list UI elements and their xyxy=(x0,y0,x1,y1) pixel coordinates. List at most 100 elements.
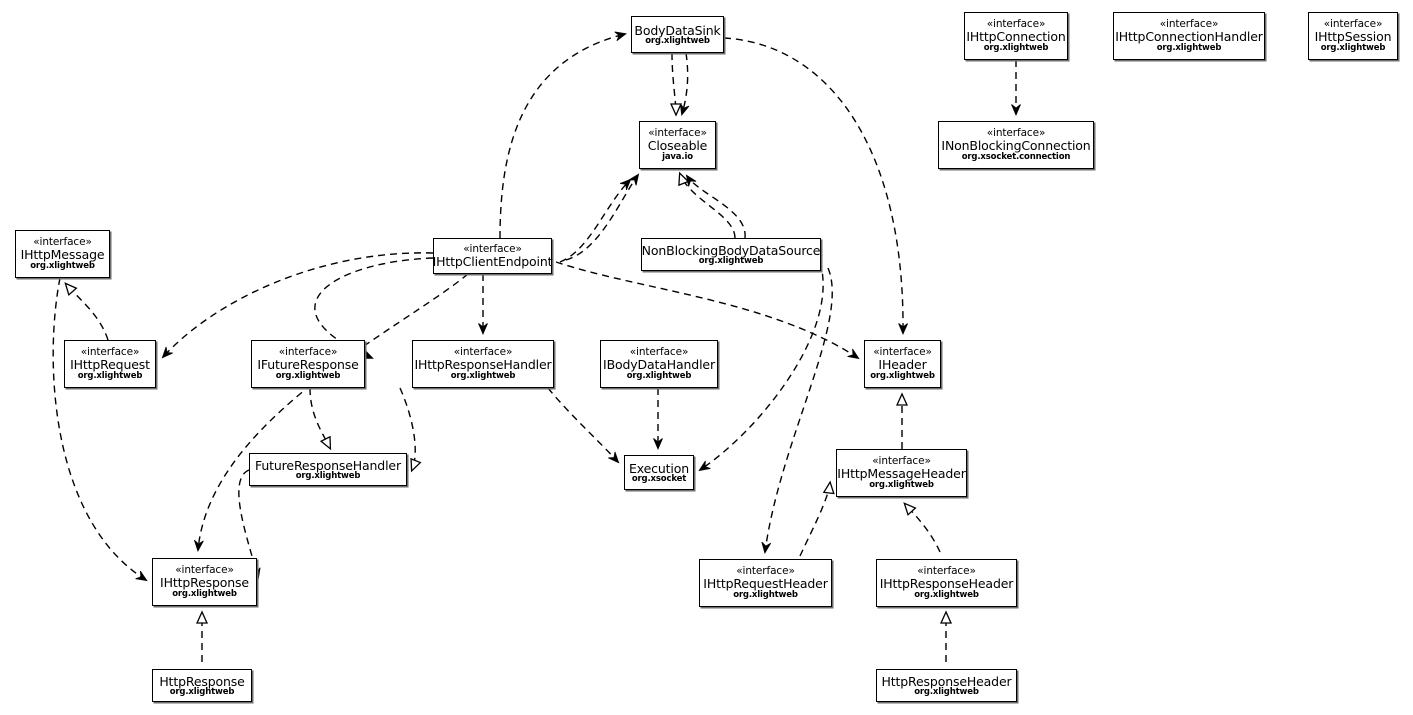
edge-dependency xyxy=(761,267,833,554)
class-package: org.xlightweb xyxy=(733,589,798,600)
class-stereotype: «interface» xyxy=(873,346,932,359)
edge-dependency xyxy=(555,261,860,360)
class-name: IHttpSession xyxy=(1314,29,1392,45)
class-name: IHttpMessageHeader xyxy=(837,466,966,482)
class-package: org.xlightweb xyxy=(77,370,143,381)
class-package: org.xlightweb xyxy=(870,370,935,381)
class-package: org.xlightweb xyxy=(698,256,764,267)
class-name: IHeader xyxy=(878,357,927,373)
edge-dependency xyxy=(161,252,434,359)
edge-realization xyxy=(669,52,683,117)
edge-dependency xyxy=(679,52,690,116)
class-name: IHttpRequestHeader xyxy=(703,576,828,592)
edge-dependency xyxy=(698,261,824,472)
class-name: IHttpResponseHeader xyxy=(879,576,1014,592)
edge-realization xyxy=(678,171,736,239)
class-package: org.xlightweb xyxy=(869,479,934,490)
edge-dependency xyxy=(194,273,469,553)
class-package: org.xlightweb xyxy=(450,370,516,381)
class-name: IHttpClientEndpoint xyxy=(432,253,553,269)
edge-dependency xyxy=(52,277,148,582)
edge-dependency xyxy=(314,257,434,359)
class-stereotype: «interface» xyxy=(648,127,707,140)
class-name: IHttpMessage xyxy=(20,247,105,263)
edge-dependency xyxy=(499,31,627,239)
class-name: INonBlockingConnection xyxy=(941,138,1091,154)
edge-dependency xyxy=(559,178,632,263)
edge-realization-up xyxy=(64,282,109,341)
class-name: Closeable xyxy=(647,138,708,154)
class-name: IHttpRequest xyxy=(70,357,150,373)
class-name: HttpResponse xyxy=(159,673,245,689)
edge-realization-up xyxy=(903,502,941,553)
class-package: org.xlightweb xyxy=(295,471,361,482)
class-box-ihttp-client-endpoint[interactable]: «interface»IHttpClientEndpoint xyxy=(432,238,553,274)
class-package: org.xlightweb xyxy=(1320,42,1386,53)
class-stereotype: «interface» xyxy=(175,564,234,577)
class-package: org.xlightweb xyxy=(30,260,95,271)
edge-realization-up xyxy=(799,480,835,557)
class-package: org.xlightweb xyxy=(983,42,1049,53)
class-package: org.xlightweb xyxy=(626,370,692,381)
edge-dependency xyxy=(723,37,908,336)
class-name: FutureResponseHandler xyxy=(255,457,401,473)
class-stereotype: «interface» xyxy=(463,242,522,255)
class-package: java.io xyxy=(662,151,693,162)
class-package: org.xlightweb xyxy=(275,370,341,381)
class-stereotype: «interface» xyxy=(986,18,1046,31)
class-stereotype: «interface» xyxy=(917,565,976,578)
edge-dependency xyxy=(547,387,620,464)
class-stereotype: «interface» xyxy=(1323,18,1383,31)
class-stereotype: «interface» xyxy=(80,346,140,359)
class-name: HttpResponseHeader xyxy=(881,673,1012,689)
class-package: org.xlightweb xyxy=(1156,42,1222,53)
class-package: org.xlightweb xyxy=(169,687,235,698)
edge-dependency xyxy=(685,174,746,239)
class-stereotype: «interface» xyxy=(629,346,689,359)
class-name: IFutureResponse xyxy=(257,357,359,373)
class-name: NonBlockingBodyDataSource xyxy=(641,242,821,258)
edge-realization-up xyxy=(309,387,332,451)
class-stereotype: «interface» xyxy=(986,127,1046,140)
class-package: org.xsocket.connection xyxy=(961,151,1071,162)
class-name: Execution xyxy=(629,460,689,476)
class-name: IHttpResponseHandler xyxy=(414,357,552,373)
class-package: org.xsocket xyxy=(631,474,687,485)
class-stereotype: «interface» xyxy=(453,346,513,359)
class-stereotype: «interface» xyxy=(1159,18,1219,31)
class-package: org.xlightweb xyxy=(645,36,710,47)
class-stereotype: «interface» xyxy=(278,346,338,359)
class-package: org.xlightweb xyxy=(172,588,237,599)
class-stereotype: «interface» xyxy=(736,565,795,578)
class-package: org.xlightweb xyxy=(914,589,979,600)
class-name: IHttpResponse xyxy=(160,575,249,591)
class-name: BodyDataSink xyxy=(634,22,721,38)
class-name: IHttpConnectionHandler xyxy=(1115,29,1263,45)
class-stereotype: «interface» xyxy=(872,455,931,468)
edge-realization-up xyxy=(399,387,422,473)
class-stereotype: «interface» xyxy=(33,236,92,249)
